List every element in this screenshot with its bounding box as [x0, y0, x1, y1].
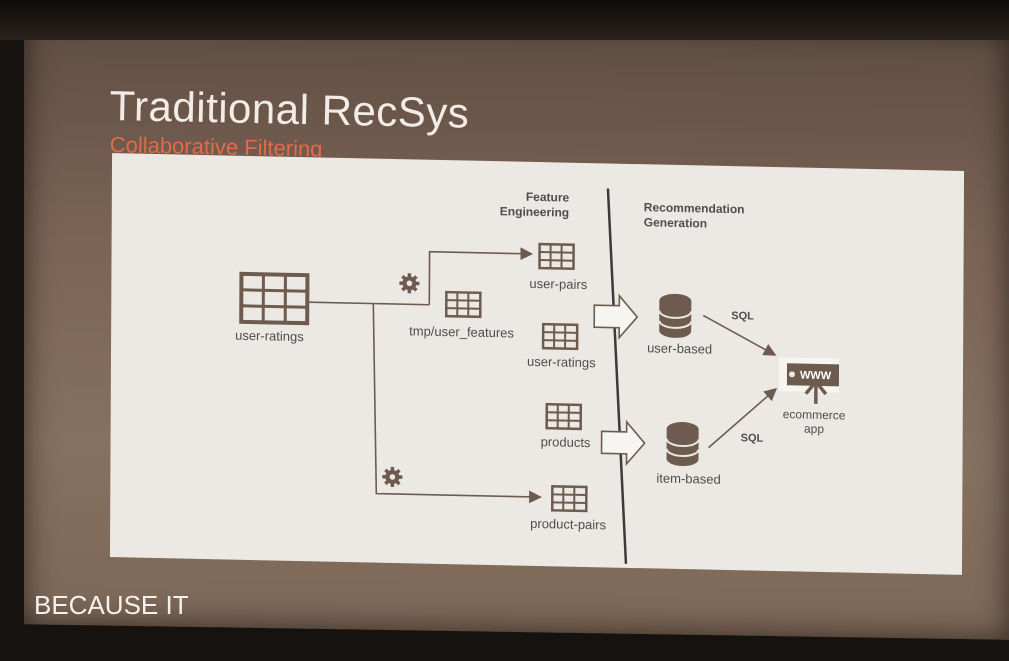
table-icon: [444, 290, 482, 319]
slide-title: Traditional RecSys: [109, 82, 470, 137]
table-icon: [538, 242, 575, 271]
browser-icon: WWW: [778, 357, 840, 393]
header-feature-engineering: Feature Engineering: [499, 189, 570, 220]
header-recommendation-generation: Recommendation Generation: [643, 200, 745, 231]
table-icon: [545, 402, 583, 431]
edge-label-sql-top: SQL: [731, 310, 754, 323]
flow-line-sql-top: [702, 314, 777, 356]
flow-line-product-pairs: [372, 303, 542, 504]
node-item-based: item-based: [656, 470, 721, 487]
www-label: WWW: [800, 370, 832, 383]
block-arrow-icon: [593, 293, 639, 340]
database-icon: [658, 293, 693, 338]
edge-label-sql-bottom: SQL: [740, 432, 764, 445]
flow-line-sql-bottom: [708, 387, 778, 449]
diagram-canvas: WWW: [239, 188, 840, 564]
section-divider: [606, 188, 628, 564]
node-user-pairs: user-pairs: [529, 275, 588, 293]
node-ecommerce-app: ecommerce app: [782, 407, 846, 437]
table-icon: [550, 485, 588, 513]
flow-line-user-pairs: [428, 247, 534, 305]
node-user-ratings-source: user-ratings: [235, 327, 304, 345]
node-user-based: user-based: [647, 340, 713, 357]
database-icon: [665, 422, 700, 467]
top-drape: [0, 0, 1009, 40]
node-user-ratings: user-ratings: [526, 353, 596, 371]
flow-line-main: [309, 301, 430, 306]
gear-icon: [382, 466, 403, 488]
gear-icon: [399, 273, 420, 294]
cursor-arrow-icon: [804, 379, 828, 404]
table-icon: [239, 271, 310, 326]
footer-brand: BECAUSE IT: [34, 590, 189, 620]
node-product-pairs: product-pairs: [530, 515, 607, 533]
block-arrow-icon: [600, 419, 646, 467]
diagram-panel: WWW Feature Engineering Recommendation G…: [109, 153, 965, 575]
node-tmp-user-features: tmp/user_features: [409, 323, 514, 341]
node-products: products: [540, 434, 591, 451]
table-icon: [541, 322, 579, 351]
